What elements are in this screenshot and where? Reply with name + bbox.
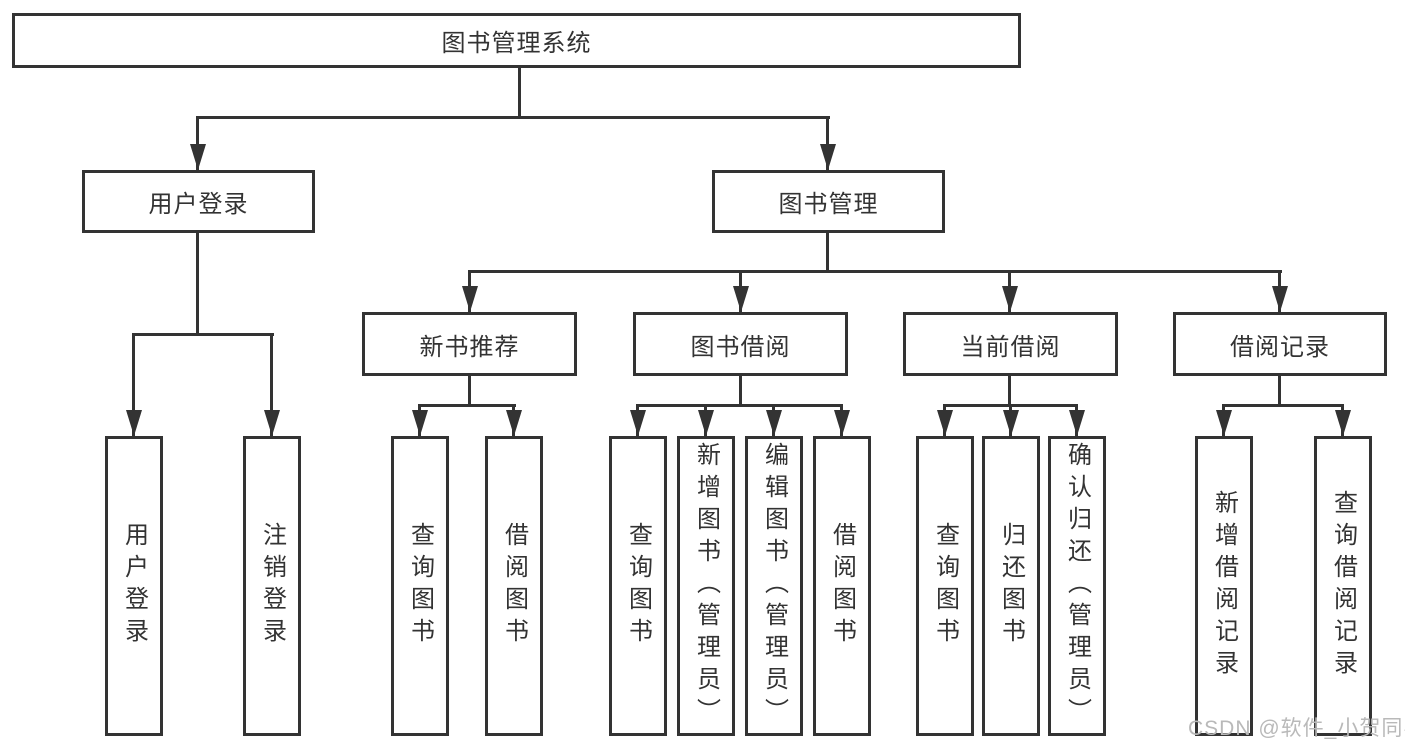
leaf-borrow-books: 借阅图书: [813, 436, 871, 736]
connector-to-user-login: [196, 116, 199, 170]
connector-user-login-bar: [132, 333, 274, 336]
arrowhead: [190, 144, 206, 170]
node-borrow-records: 借阅记录: [1173, 312, 1387, 376]
connector-root-stem: [518, 68, 521, 117]
connector-book-borrow-stem: [739, 376, 742, 407]
connector-borrow-records-bar: [1222, 404, 1344, 407]
arrowhead: [834, 410, 850, 436]
connector-new-book-rec-stem: [468, 376, 471, 407]
connector-level3-bar: [468, 270, 1282, 273]
connector-user-login-stem: [196, 233, 199, 335]
leaf-edit-book-admin: 编辑图书（管理员）: [745, 436, 803, 736]
leaf-add-book-admin: 新增图书（管理员）: [677, 436, 735, 736]
arrowhead: [1335, 410, 1351, 436]
arrowhead: [126, 410, 142, 436]
arrowhead: [937, 410, 953, 436]
arrowhead: [1003, 410, 1019, 436]
connector-book-borrow-bar: [636, 404, 843, 407]
node-current-borrow: 当前借阅: [903, 312, 1118, 376]
node-user-login: 用户登录: [82, 170, 315, 233]
arrowhead: [698, 410, 714, 436]
arrowhead: [1002, 286, 1018, 312]
node-new-book-rec: 新书推荐: [362, 312, 577, 376]
node-book-borrow: 图书借阅: [633, 312, 848, 376]
connector-to-leaf-logout: [270, 333, 273, 436]
arrowhead: [733, 286, 749, 312]
arrowhead: [1216, 410, 1232, 436]
arrowhead: [820, 144, 836, 170]
leaf-logout: 注销登录: [243, 436, 301, 736]
leaf-query-books-rec: 查询图书: [391, 436, 449, 736]
leaf-query-books-current: 查询图书: [916, 436, 974, 736]
arrowhead: [766, 410, 782, 436]
connector-level2-bar: [196, 116, 830, 119]
arrowhead: [1069, 410, 1085, 436]
connector-book-mgmt-stem: [826, 233, 829, 272]
arrowhead: [264, 410, 280, 436]
leaf-user-login: 用户登录: [105, 436, 163, 736]
node-book-mgmt: 图书管理: [712, 170, 945, 233]
leaf-add-borrow-record: 新增借阅记录: [1195, 436, 1253, 736]
leaf-confirm-return-admin: 确认归还（管理员）: [1048, 436, 1106, 736]
leaf-borrow-books-rec: 借阅图书: [485, 436, 543, 736]
arrowhead: [630, 410, 646, 436]
connector-borrow-records-stem: [1278, 376, 1281, 407]
arrowhead: [462, 286, 478, 312]
leaf-query-books-borrow: 查询图书: [609, 436, 667, 736]
node-root: 图书管理系统: [12, 13, 1021, 68]
connector-to-leaf-user-login: [132, 333, 135, 436]
csdn-watermark: CSDN @软件_小贺同学: [1188, 717, 1405, 740]
connector-to-book-mgmt: [826, 116, 829, 170]
connector-new-book-rec-bar: [418, 404, 516, 407]
arrowhead: [412, 410, 428, 436]
leaf-return-book: 归还图书: [982, 436, 1040, 736]
arrowhead: [1272, 286, 1288, 312]
leaf-query-borrow-record: 查询借阅记录: [1314, 436, 1372, 736]
connector-current-borrow-stem: [1008, 376, 1011, 407]
arrowhead: [506, 410, 522, 436]
